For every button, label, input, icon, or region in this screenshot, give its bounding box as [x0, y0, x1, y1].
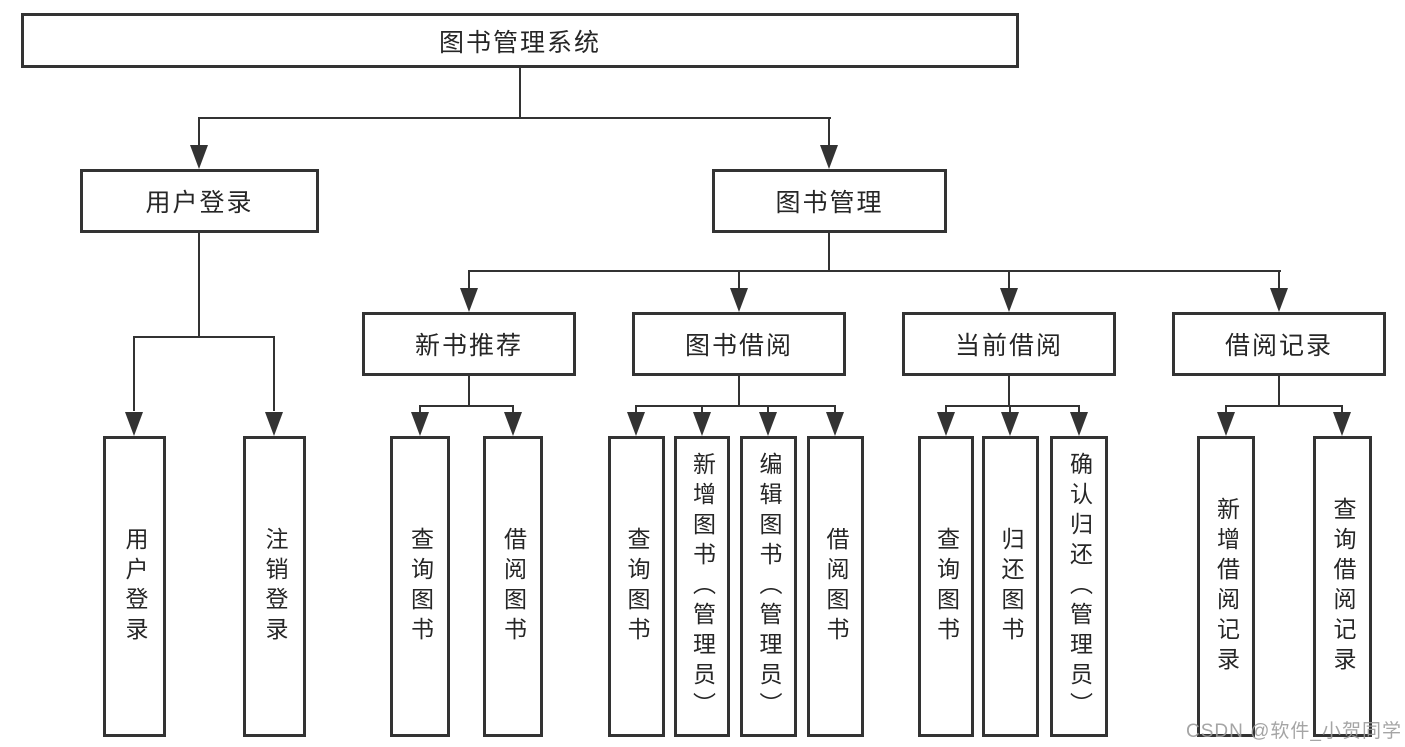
connector-drop-leaf: [419, 406, 421, 416]
arrow-down-icon: [190, 145, 208, 169]
leaf-confirm-return-admin-label: 确认归还（管理员）: [1066, 451, 1093, 722]
leaf-return-book: 归还图书: [982, 436, 1039, 737]
node-user-login-label: 用户登录: [145, 189, 254, 217]
connector-drop-leaf: [701, 406, 703, 416]
node-book-borrow: 图书借阅: [632, 312, 846, 376]
arrow-down-icon: [1217, 412, 1235, 436]
connector-borrow-trunk: [738, 376, 740, 406]
node-root-label: 图书管理系统: [438, 28, 601, 57]
leaf-edit-book-admin: 编辑图书（管理员）: [740, 436, 797, 737]
arrow-down-icon: [1001, 412, 1019, 436]
connector-recommend-crossbar: [419, 405, 514, 407]
connector-drop-leaf: [767, 406, 769, 416]
connector-current-crossbar: [945, 405, 1080, 407]
connector-root-crossbar: [198, 117, 831, 119]
connector-record-trunk: [1278, 376, 1280, 406]
node-current-borrow: 当前借阅: [902, 312, 1116, 376]
leaf-confirm-return-admin: 确认归还（管理员）: [1050, 436, 1108, 737]
connector-root-trunk: [519, 68, 521, 118]
leaf-query-book-borrow-label: 查询图书: [624, 526, 650, 647]
leaf-edit-book-admin-label: 编辑图书（管理员）: [756, 451, 782, 722]
connector-record-crossbar: [1225, 405, 1343, 407]
connector-drop-leaf: [635, 406, 637, 416]
connector-drop-leaf: [1078, 406, 1080, 416]
connector-drop-borrow: [738, 271, 740, 290]
leaf-logout-label: 注销登录: [262, 526, 288, 647]
leaf-query-book-current-label: 查询图书: [933, 526, 960, 647]
node-new-book-recommend: 新书推荐: [362, 312, 576, 376]
connector-drop-leaf: [133, 337, 135, 411]
arrow-down-icon: [504, 412, 522, 436]
connector-borrow-crossbar: [635, 405, 836, 407]
node-book-borrow-label: 图书借阅: [684, 332, 793, 360]
arrow-down-icon: [125, 412, 143, 436]
arrow-down-icon: [460, 288, 478, 312]
connector-user-crossbar: [133, 336, 275, 338]
arrow-down-icon: [730, 288, 748, 312]
arrow-down-icon: [265, 412, 283, 436]
leaf-add-borrow-record-label: 新增借阅记录: [1213, 496, 1240, 677]
connector-drop-leaf: [1225, 406, 1227, 416]
leaf-add-book-admin-label: 新增图书（管理员）: [689, 451, 716, 722]
connector-drop-leaf: [834, 406, 836, 416]
leaf-query-book-recommend-label: 查询图书: [407, 526, 434, 647]
watermark-text: CSDN @软件_小贺同学: [1186, 721, 1402, 742]
connector-user-trunk: [198, 233, 200, 337]
arrow-down-icon: [1000, 288, 1018, 312]
node-borrow-record-label: 借阅记录: [1224, 332, 1333, 360]
arrow-down-icon: [759, 412, 777, 436]
arrow-down-icon: [1070, 412, 1088, 436]
leaf-query-borrow-record-label: 查询借阅记录: [1330, 496, 1356, 677]
connector-mgmt-trunk: [828, 233, 830, 271]
connector-drop-current: [1008, 271, 1010, 290]
leaf-borrow-book: 借阅图书: [807, 436, 864, 737]
arrow-down-icon: [693, 412, 711, 436]
leaf-borrow-book-recommend-label: 借阅图书: [500, 526, 527, 647]
arrow-down-icon: [937, 412, 955, 436]
connector-mgmt-crossbar: [468, 270, 1281, 272]
connector-current-trunk: [1008, 376, 1010, 406]
connector-drop-leaf: [512, 406, 514, 416]
leaf-add-book-admin: 新增图书（管理员）: [674, 436, 730, 737]
node-book-management-label: 图书管理: [775, 189, 884, 217]
node-root-system: 图书管理系统: [21, 13, 1019, 68]
leaf-borrow-book-label: 借阅图书: [823, 526, 849, 647]
leaf-add-borrow-record: 新增借阅记录: [1197, 436, 1255, 737]
leaf-query-book-recommend: 查询图书: [390, 436, 450, 737]
leaf-user-login-label: 用户登录: [122, 526, 148, 647]
arrow-down-icon: [411, 412, 429, 436]
leaf-borrow-book-recommend: 借阅图书: [483, 436, 543, 737]
connector-drop-record: [1278, 271, 1280, 290]
arrow-down-icon: [627, 412, 645, 436]
leaf-query-borrow-record: 查询借阅记录: [1313, 436, 1372, 737]
leaf-logout: 注销登录: [243, 436, 306, 737]
connector-drop-leaf: [1009, 406, 1011, 416]
connector-drop-leaf: [273, 337, 275, 411]
leaf-query-book-current: 查询图书: [918, 436, 974, 737]
connector-recommend-trunk: [468, 376, 470, 406]
connector-drop-recommend: [468, 271, 470, 290]
node-borrow-record: 借阅记录: [1172, 312, 1386, 376]
leaf-query-book-borrow: 查询图书: [608, 436, 665, 737]
connector-drop-user-login: [198, 118, 200, 150]
node-new-book-recommend-label: 新书推荐: [414, 332, 523, 360]
node-book-management: 图书管理: [712, 169, 947, 233]
arrow-down-icon: [826, 412, 844, 436]
arrow-down-icon: [1333, 412, 1351, 436]
connector-drop-leaf: [1341, 406, 1343, 416]
leaf-user-login: 用户登录: [103, 436, 166, 737]
leaf-return-book-label: 归还图书: [998, 526, 1024, 647]
arrow-down-icon: [1270, 288, 1288, 312]
node-current-borrow-label: 当前借阅: [954, 332, 1063, 360]
arrow-down-icon: [820, 145, 838, 169]
connector-drop-leaf: [945, 406, 947, 416]
connector-drop-book-management: [828, 118, 830, 150]
node-user-login: 用户登录: [80, 169, 319, 233]
